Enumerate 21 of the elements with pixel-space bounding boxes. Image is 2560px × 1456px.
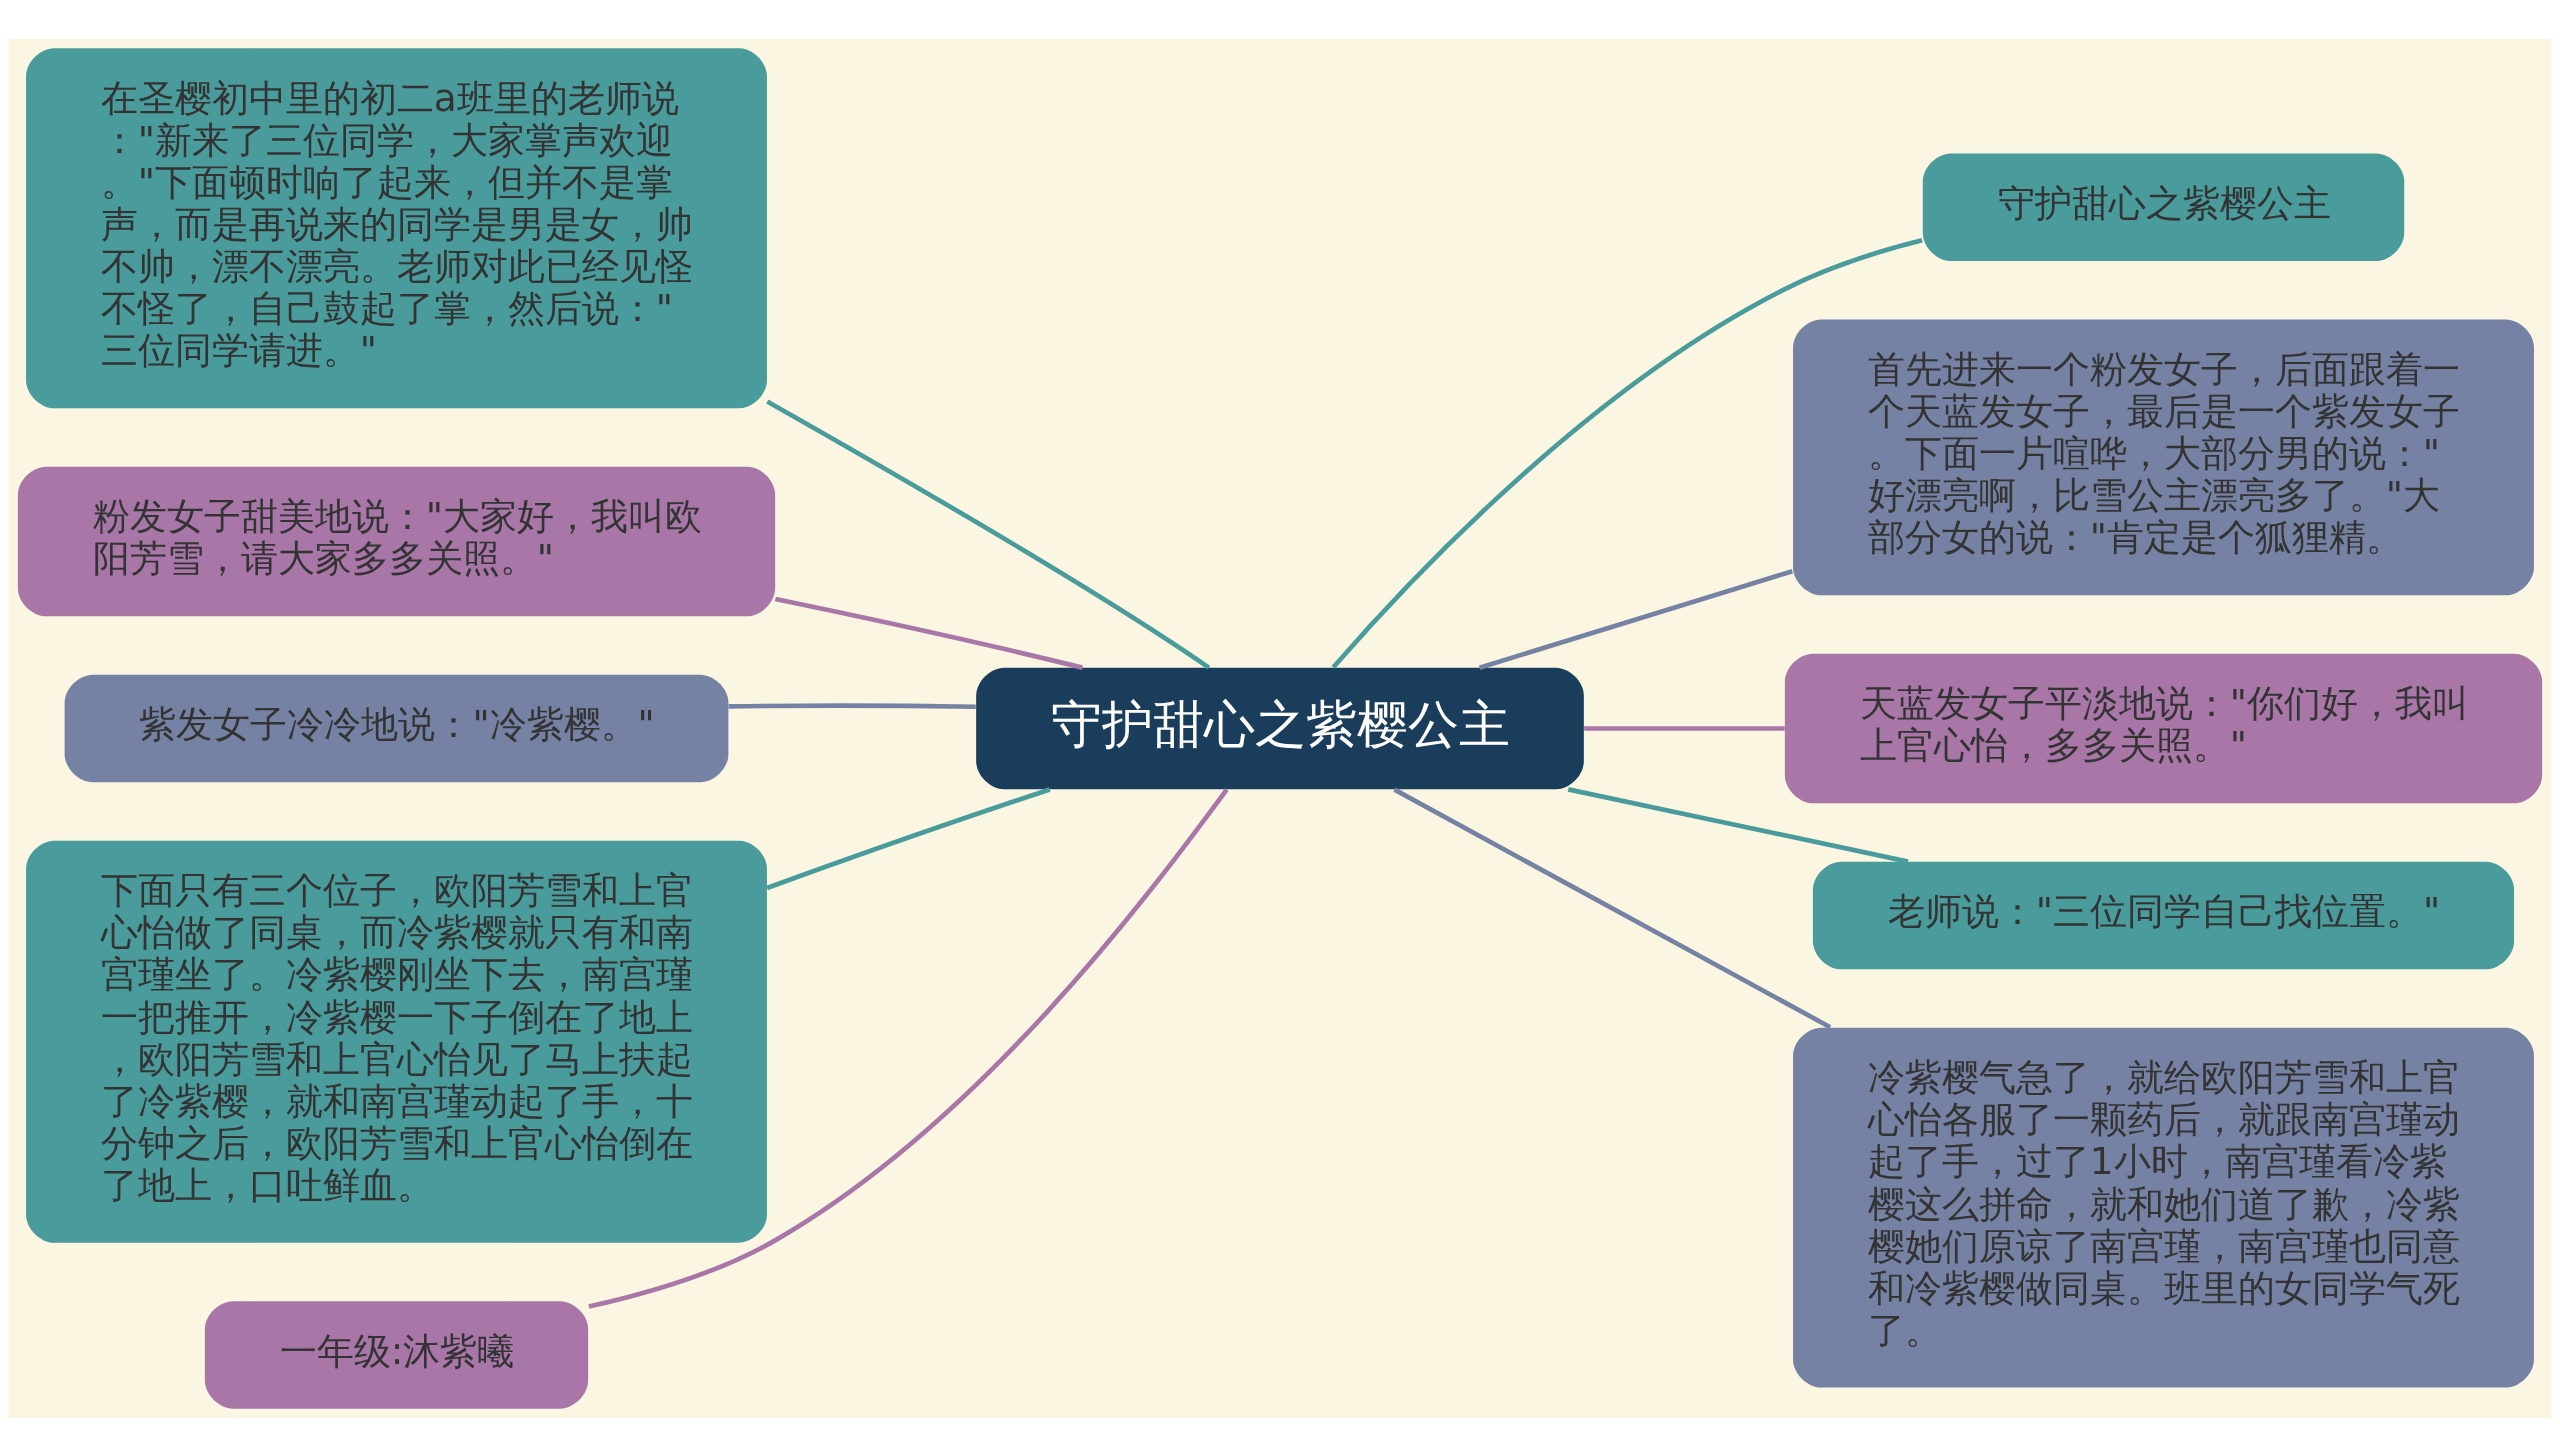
node-box: 冷紫樱气急了，就给欧阳芳雪和上官心怡各服了一颗药后，就跟南宫瑾动起了手，过了1小时，南宫瑾看冷紫樱这么拼命，就和她们道了歉，冷紫樱她们原谅了南宫瑾，南宫瑾也同意和冷紫樱做同桌。班里的女同学气死了。	[1793, 1027, 2534, 1388]
connector	[1584, 725, 1785, 731]
node-box: 一年级:沐紫曦	[204, 1300, 589, 1409]
node-box: 在圣樱初中里的初二a班里的老师说："新来了三位同学，大家掌声欢迎。"下面顿时响了起来，但并不是掌声，而是再说来的同学是男是女，帅不帅，漂不漂亮。老师对此已经见怪不怪了，自己鼓起了掌，然后说："三位同学请进。"	[26, 47, 767, 408]
node-box: 守护甜心之紫樱公主	[1922, 153, 2405, 261]
connector	[728, 702, 976, 709]
connector	[588, 787, 1229, 1309]
node-box: 天蓝发女子平淡地说："你们好，我叫上官心怡，多多关照。"	[1784, 653, 2543, 803]
connector	[1478, 568, 1794, 670]
connector	[1331, 237, 1923, 669]
connector	[774, 596, 1083, 670]
node-box: 粉发女子甜美地说："大家好，我叫欧阳芳雪，请大家多多关照。"	[17, 466, 776, 616]
node-box: 首先进来一个粉发女子，后面跟着一个天蓝发女子，最后是一个紫发女子。下面一片喧哗，大部分男的说："好漂亮啊，比雪公主漂亮多了。"大部分女的说："肯定是个狐狸精。	[1793, 318, 2534, 595]
connector	[1567, 786, 1909, 864]
connector	[766, 398, 1211, 670]
connector	[1393, 787, 1832, 1029]
node-box: 老师说："三位同学自己找位置。"	[1812, 861, 2515, 969]
node-box: 紫发女子冷冷地说："冷紫樱。"	[64, 674, 729, 782]
connector	[766, 786, 1051, 890]
node-box: 下面只有三个位子，欧阳芳雪和上官心怡做了同桌，而冷紫樱就只有和南宫瑾坐了。冷紫樱刚坐下去，南宫瑾一把推开，冷紫樱一下子倒在了地上，欧阳芳雪和上官心怡见了马上扶起了冷紫樱，就和南宫瑾动起了手，十分钟之后，欧阳芳雪和上官心怡倒在了地上，口吐鲜血。	[26, 840, 767, 1243]
node-box: 守护甜心之紫樱公主	[976, 667, 1584, 789]
